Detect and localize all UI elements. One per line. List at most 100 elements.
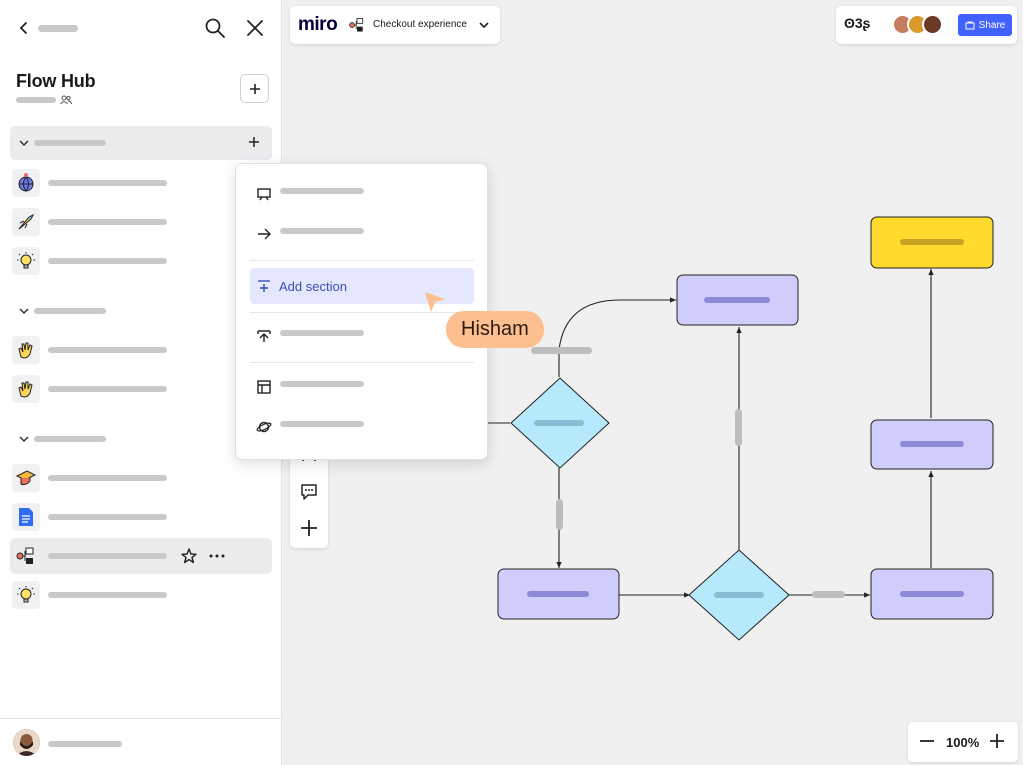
menu-label-placeholder [280,188,364,194]
chevron-down-icon[interactable] [18,433,30,445]
user-avatar[interactable] [13,729,40,756]
connector-labels [531,347,845,598]
zoom-controls: 100% [908,722,1018,762]
user-name-placeholder [48,741,122,747]
board-name-placeholder [48,180,167,186]
back-label-placeholder [38,25,78,32]
board-canvas[interactable] [282,0,1023,765]
board-item[interactable] [10,332,272,368]
lightbulb-sticker-icon [12,247,40,275]
sidebar-footer [0,718,282,765]
template-icon [257,380,271,394]
waving-hand-sticker-icon [12,336,40,364]
menu-item[interactable] [250,369,474,405]
close-icon[interactable] [244,17,266,39]
globe-sticker-icon [12,169,40,197]
zoom-in-icon[interactable] [988,732,1006,750]
board-item[interactable] [10,577,272,613]
flow-node-process[interactable] [497,568,620,620]
folder-header[interactable] [10,294,272,328]
menu-item[interactable] [250,216,474,252]
members-placeholder [16,97,56,103]
sidebar-header [0,0,282,56]
present-icon [257,188,271,201]
add-section-label: Add section [279,279,347,294]
flowchart-icon [12,542,40,570]
board-name-placeholder [48,347,167,353]
back-arrow-icon[interactable] [14,18,34,38]
menu-label-placeholder [280,381,364,387]
upload-icon [257,330,271,342]
menu-item[interactable] [250,318,474,354]
collaboration-bar: ʘ3ʂ Share [836,6,1017,44]
flow-node-process[interactable] [870,568,994,620]
arrow-right-icon [258,228,271,240]
chevron-down-icon[interactable] [18,137,30,149]
star-icon[interactable] [180,547,198,565]
chevron-down-icon[interactable] [478,19,490,31]
context-menu: Add section [235,163,488,460]
menu-label-placeholder [280,421,364,427]
board-name-placeholder [48,386,167,392]
people-icon [60,95,72,105]
plus-icon[interactable] [247,135,261,149]
menu-divider [250,312,474,313]
search-icon[interactable] [204,17,226,39]
collaborator-name-tag: Hisham [446,311,544,348]
board-header: miro Checkout experience [290,6,500,44]
comment-icon[interactable] [299,482,319,502]
collaborator-cursor-icon [425,292,445,312]
more-options-icon[interactable] [208,547,226,565]
document-icon [12,503,40,531]
flow-node-process[interactable] [676,274,799,326]
board-item[interactable] [10,165,272,201]
add-section-icon [258,280,270,292]
folder-name-placeholder [34,308,106,314]
menu-item[interactable] [250,176,474,212]
board-item-active[interactable] [10,538,272,574]
rocket-sticker-icon [12,208,40,236]
board-name-placeholder [48,553,167,559]
folder-header[interactable] [10,126,272,160]
folder-header[interactable] [10,422,272,456]
planet-icon [256,421,272,433]
space-title: Flow Hub [16,71,96,91]
board-name-placeholder [48,475,167,481]
board-name-placeholder [48,514,167,520]
plus-icon[interactable] [299,518,319,538]
flow-node-decision[interactable] [510,377,610,469]
zoom-out-icon[interactable] [918,732,936,750]
space-members [16,95,72,105]
plus-icon [249,83,260,94]
share-lock-icon [965,21,975,30]
board-item[interactable] [10,499,272,535]
share-button[interactable]: Share [958,14,1012,36]
flowchart-icon [349,18,364,32]
reactions-icon[interactable]: ʘ3ʂ [844,15,871,31]
board-title[interactable]: Checkout experience [373,19,467,30]
flow-node-process[interactable] [870,419,994,470]
menu-label-placeholder [280,228,364,234]
flow-node-end[interactable] [870,216,994,269]
menu-label-placeholder [280,330,364,336]
chevron-down-icon[interactable] [18,305,30,317]
graduation-cap-sticker-icon [12,464,40,492]
add-button[interactable] [240,74,269,103]
board-item[interactable] [10,460,272,496]
board-item[interactable] [10,204,272,240]
flow-node-decision[interactable] [688,549,790,641]
board-item[interactable] [10,371,272,407]
waving-hand-sticker-icon [12,375,40,403]
board-item[interactable] [10,243,272,279]
lightbulb-sticker-icon [12,581,40,609]
avatar[interactable] [922,14,943,35]
board-name-placeholder [48,258,167,264]
board-name-placeholder [48,592,167,598]
folder-name-placeholder [34,140,106,146]
menu-divider [250,362,474,363]
miro-logo[interactable]: miro [298,14,338,35]
collaborator-avatars[interactable] [892,14,943,35]
menu-divider [250,260,474,261]
zoom-level[interactable]: 100% [946,735,980,750]
menu-item[interactable] [250,409,474,445]
